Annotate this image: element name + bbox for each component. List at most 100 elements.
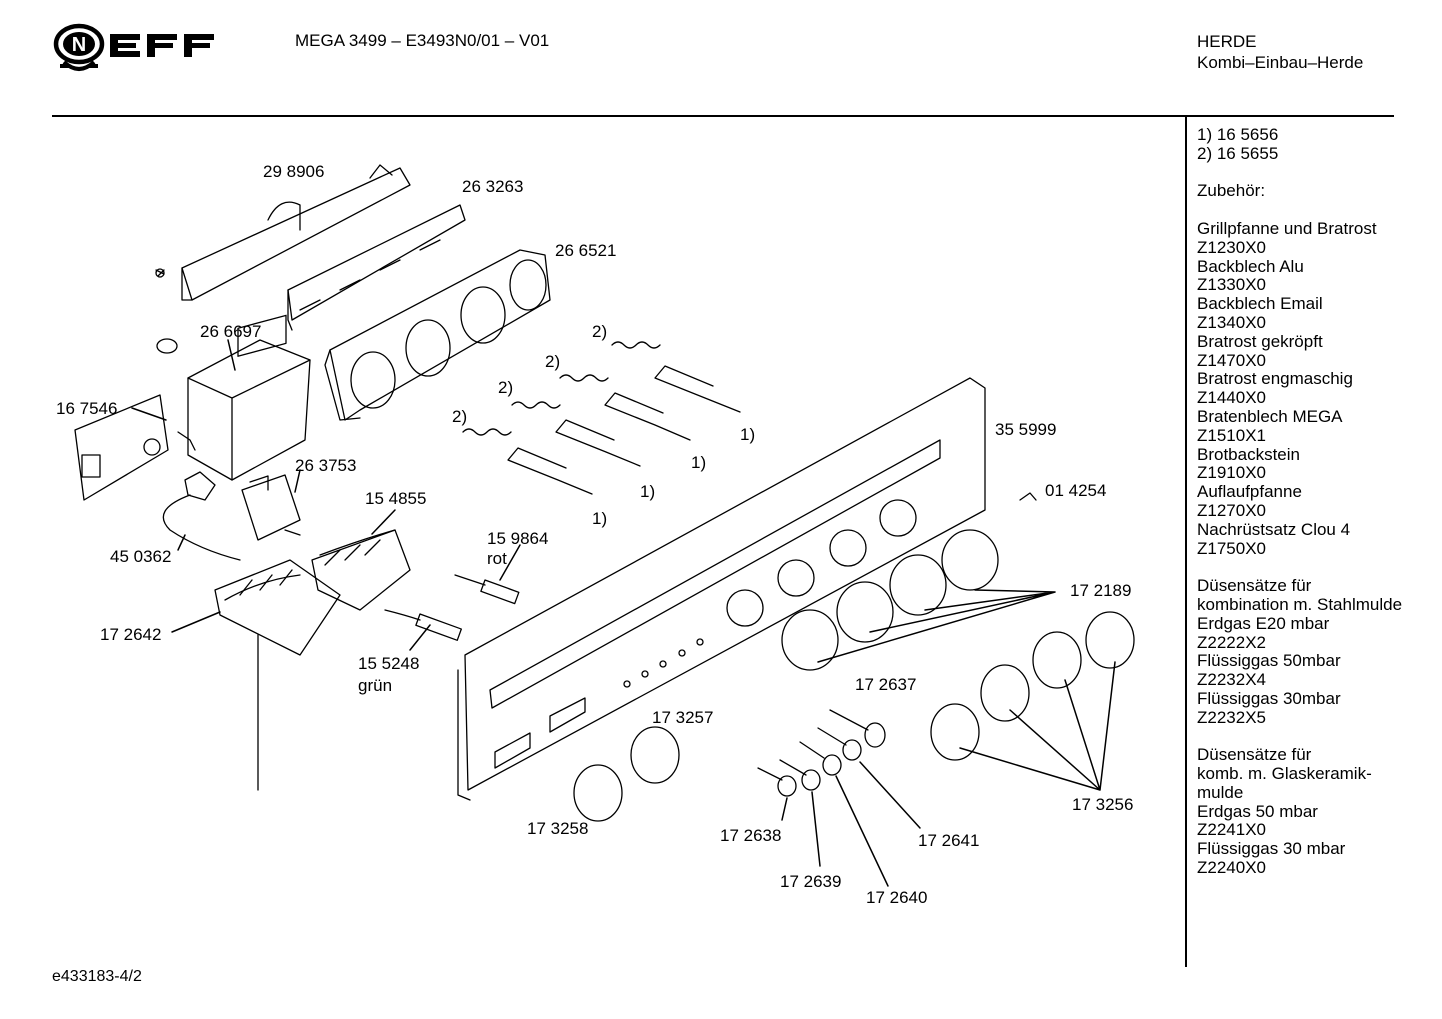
nozzle-glass-line: Flüssiggas 30 mbar (1197, 839, 1346, 859)
spring-mark: 2) (592, 322, 607, 341)
accessory-line: Bratrost engmaschig (1197, 369, 1353, 389)
control-panel (457, 377, 986, 801)
control-knob (573, 611, 1135, 822)
spring-mark: 2) (452, 407, 467, 426)
part-label-266521: 26 6521 (555, 241, 616, 260)
footnote-2: 2) 16 5655 (1197, 143, 1279, 163)
nozzle-glass-line: Z2240X0 (1197, 858, 1266, 878)
rotary-switch-small (311, 529, 411, 611)
part-label-173257: 17 3257 (652, 708, 713, 727)
part-label-172638: 17 2638 (720, 826, 781, 845)
accessory-line: Z1330X0 (1197, 275, 1266, 295)
part-label-167546: 16 7546 (56, 399, 117, 418)
part-label-172639: 17 2639 (780, 872, 841, 891)
nozzle-glass-line: komb. m. Glaskeramik- (1197, 764, 1372, 784)
accessories-title: Zubehör: (1197, 181, 1266, 201)
neff-logo-letters (110, 34, 214, 57)
spring-icon (462, 341, 661, 436)
part-label-155248: 15 5248 (358, 654, 419, 673)
accessory-line: Auflaufpfanne (1197, 482, 1302, 502)
part-label-172640: 17 2640 (866, 888, 927, 907)
shaft-icon (507, 365, 741, 495)
part-label-298906: 29 8906 (263, 162, 324, 181)
part-label-450362: 45 0362 (110, 547, 171, 566)
accessory-line: Z1750X0 (1197, 538, 1266, 558)
accessory-line: Bratenblech MEGA (1197, 406, 1343, 426)
accessory-line: Grillpfanne und Bratrost (1197, 218, 1377, 238)
indicator-lamp-red (454, 574, 520, 605)
part-note-rot: rot (487, 549, 507, 568)
part-label-263753: 26 3753 (295, 456, 356, 475)
accessory-line: Backblech Email (1197, 294, 1323, 314)
switch-housing (324, 249, 551, 421)
neff-logo: N (53, 23, 214, 71)
accessory-line: Brotbackstein (1197, 444, 1300, 464)
rotary-switch-large (214, 559, 341, 791)
indicator-lamp-green (384, 609, 462, 641)
part-label-266697: 26 6697 (200, 322, 261, 341)
category-title: HERDE (1197, 32, 1257, 51)
shaft-cap (757, 709, 886, 797)
nozzle-steel-line: Z2232X5 (1197, 707, 1266, 727)
category-block: HERDE Kombi–Einbau–Herde (1197, 31, 1363, 73)
nozzle-steel-line: Z2222X2 (1197, 632, 1266, 652)
circuit-board (74, 394, 169, 501)
clip-icon (1019, 492, 1037, 501)
sidebar-divider (1185, 117, 1187, 967)
shaft-mark: 1) (592, 509, 607, 528)
power-cord (162, 471, 241, 561)
part-label-173256: 17 3256 (1072, 795, 1133, 814)
accessory-line: Z1910X0 (1197, 463, 1266, 483)
shaft-mark: 1) (691, 453, 706, 472)
nozzle-steel-line: kombination m. Stahlmulde (1197, 594, 1403, 614)
part-note-gruen: grün (358, 676, 392, 695)
accessory-line: Z1270X0 (1197, 500, 1266, 520)
accessory-line: Z1470X0 (1197, 350, 1266, 370)
nozzle-steel-line: Z2232X4 (1197, 670, 1266, 690)
nozzle-glass-line: Erdgas 50 mbar (1197, 801, 1318, 821)
part-label-159864: 15 9864 (487, 529, 548, 548)
accessory-line: Bratrost gekröpft (1197, 331, 1323, 351)
footnote-1: 1) 16 5656 (1197, 125, 1279, 144)
accessory-line: Z1230X0 (1197, 237, 1266, 257)
nozzle-glass-line: mulde (1197, 782, 1244, 802)
nozzle-glass-line: Z2241X0 (1197, 820, 1266, 840)
spring-mark: 2) (498, 378, 513, 397)
spring-mark: 2) (545, 352, 560, 371)
accessory-line: Z1340X0 (1197, 312, 1266, 332)
part-label-263263: 26 3263 (462, 177, 523, 196)
part-label-154855: 15 4855 (365, 489, 426, 508)
part-label-173258: 17 3258 (527, 819, 588, 838)
nozzle-steel-line: Flüssiggas 30mbar (1197, 688, 1341, 708)
leader-lines (131, 339, 1116, 887)
part-label-172637: 17 2637 (855, 675, 916, 694)
mounting-bracket (181, 164, 411, 301)
category-subtitle: Kombi–Einbau–Herde (1197, 53, 1364, 72)
shaft-mark: 1) (740, 425, 755, 444)
accessory-line: Nachrüstsatz Clou 4 (1197, 519, 1351, 539)
screw-icon (155, 268, 165, 278)
relay-switch (241, 474, 301, 541)
nozzle-steel-line: Flüssiggas 50mbar (1197, 651, 1341, 671)
part-label-172189: 17 2189 (1070, 581, 1131, 600)
accessory-line: Backblech Alu (1197, 256, 1304, 276)
exploded-view-diagram: 29 8906 26 3263 26 6521 26 6697 16 7546 … (56, 162, 1135, 907)
nozzle-glass-line: Düsensätze für (1197, 745, 1312, 765)
model-title: MEGA 3499 – E3493N0/01 – V01 (295, 31, 550, 50)
clock-module (177, 314, 311, 481)
svg-text:N: N (72, 34, 86, 56)
accessory-line: Z1440X0 (1197, 388, 1266, 408)
nozzle-steel-line: Düsensätze für (1197, 576, 1312, 596)
parts-sidebar: 1) 16 5656 2) 16 5655 Zubehör: Grillpfan… (1197, 125, 1403, 878)
nozzle-steel-line: Erdgas E20 mbar (1197, 613, 1330, 633)
header-divider (52, 115, 1394, 117)
part-label-355999: 35 5999 (995, 420, 1056, 439)
part-label-014254: 01 4254 (1045, 481, 1106, 500)
support-rail (287, 204, 466, 331)
neff-logo-mark: N (53, 23, 105, 71)
shaft-mark: 1) (640, 482, 655, 501)
document-id: e433183-4/2 (52, 968, 142, 985)
part-label-172641: 17 2641 (918, 831, 979, 850)
knob-bezel (781, 529, 999, 671)
accessory-line: Z1510X1 (1197, 425, 1266, 445)
